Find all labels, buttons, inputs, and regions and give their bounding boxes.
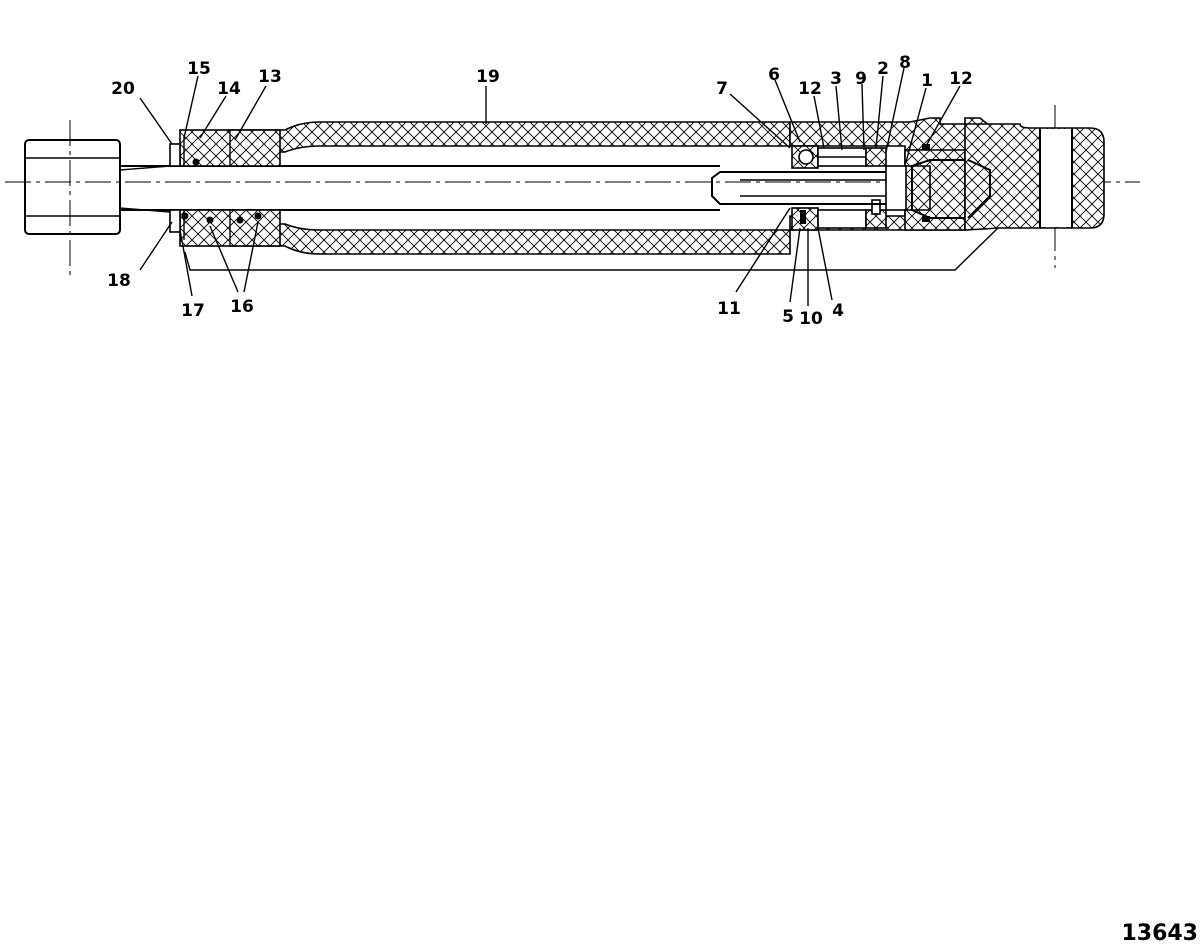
- callout-13: 13: [258, 67, 282, 87]
- rod-end-eye: [24, 139, 171, 235]
- callout-18: 18: [107, 271, 131, 291]
- callout-16: 16: [230, 297, 254, 317]
- callout-15: 15: [187, 59, 211, 79]
- callout-14: 14: [217, 79, 241, 99]
- callout-19: 19: [476, 67, 500, 87]
- outer-tube-line: [184, 225, 1001, 271]
- callout-3: 3: [830, 69, 842, 89]
- callout-5: 5: [782, 307, 794, 327]
- rod-stud: [711, 165, 907, 211]
- callout-4: 4: [832, 301, 844, 321]
- callout-1: 1: [921, 71, 933, 91]
- piston-rod: [120, 165, 720, 211]
- wiper-seal: [169, 136, 185, 240]
- leader-lines: [139, 67, 961, 306]
- callout-8: 8: [899, 53, 911, 73]
- callout-labels: 1 2 3 4 5 6 7 8 9 10 11 12 12 13 14 15 1…: [107, 53, 973, 329]
- callout-17: 17: [181, 301, 205, 321]
- figure-number: 13643: [1121, 921, 1198, 944]
- mount-eye: [964, 123, 1105, 231]
- callout-12-right: 12: [949, 69, 973, 89]
- callout-10: 10: [799, 309, 823, 329]
- callout-20: 20: [111, 79, 135, 99]
- callout-7: 7: [716, 79, 728, 99]
- gland-head: [179, 129, 281, 247]
- callout-9: 9: [855, 69, 867, 89]
- callout-6: 6: [768, 65, 780, 85]
- callout-11: 11: [717, 299, 741, 319]
- callout-12-left: 12: [798, 79, 822, 99]
- callout-2: 2: [877, 59, 889, 79]
- piston-assembly: [791, 145, 887, 231]
- cylinder-barrel: [229, 117, 991, 255]
